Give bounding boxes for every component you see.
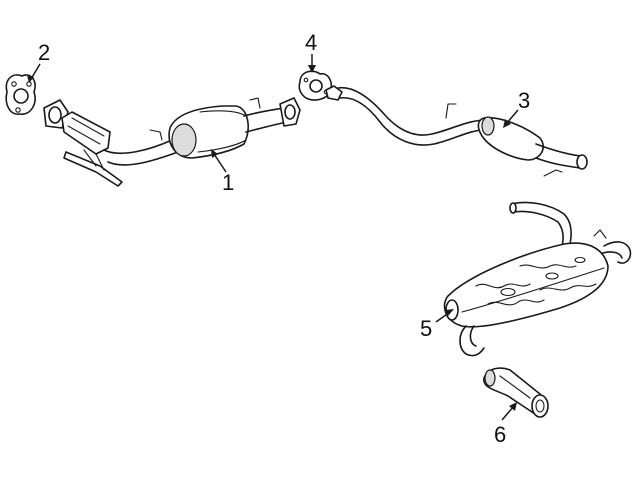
callout-2: 2 <box>38 40 50 65</box>
part-6-exhaust-tip <box>483 367 549 418</box>
part-1-front-pipe-converter <box>43 97 301 187</box>
callout-6: 6 <box>494 422 506 447</box>
part-2-gasket <box>5 74 36 115</box>
callout-arrows <box>27 54 519 421</box>
callout-1: 1 <box>222 170 234 195</box>
part-3-intermediate-pipe <box>325 85 588 177</box>
part-5-muffler <box>443 201 632 357</box>
callout-5: 5 <box>420 316 432 341</box>
part-4-gasket <box>298 70 333 101</box>
callout-3: 3 <box>518 88 530 113</box>
callout-4: 4 <box>305 30 317 55</box>
